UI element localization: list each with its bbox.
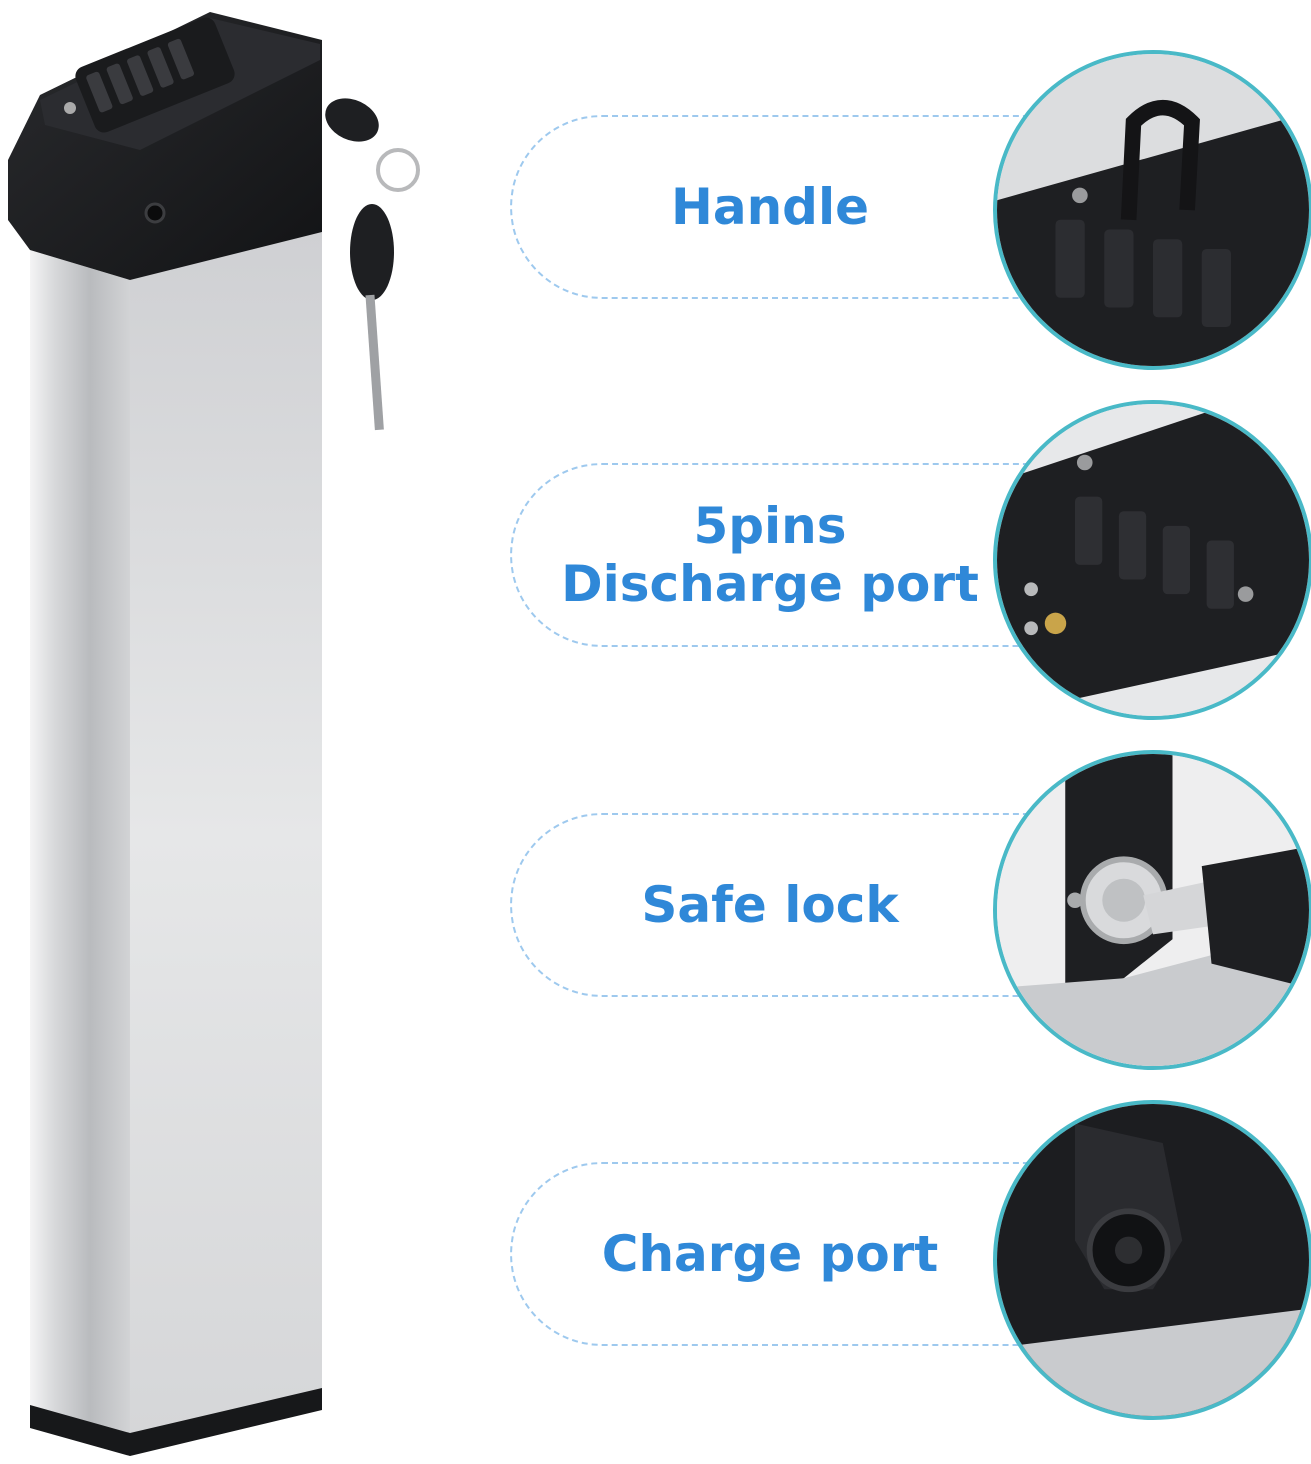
callout-outline [510,463,1050,647]
callout-outline [510,115,1050,299]
feature-label-line: Charge port [601,1225,939,1283]
feature-label-line: Handle [670,178,870,236]
feature-handle: Handle [510,115,1050,299]
feature-label-line: Discharge port [561,555,979,613]
battery-body-front [130,232,322,1440]
battery-bottom-cap [30,1388,322,1456]
feature-label: 5pins Discharge port [510,463,1030,647]
feature-label-line: 5pins [693,497,847,555]
feature-label: Charge port [510,1162,1030,1346]
feature-discharge-port: 5pins Discharge port [510,463,1050,647]
charge-port-closeup-image [993,1100,1311,1420]
handle-closeup-image [993,50,1311,370]
discharge-port-closeup-image [993,400,1311,720]
key-image [325,98,420,431]
feature-safe-lock: Safe lock [510,813,1050,997]
feature-label-line: Safe lock [641,876,899,934]
battery-image [8,12,420,1456]
feature-label: Handle [510,115,1030,299]
battery-body-side [30,250,130,1440]
feature-label: Safe lock [510,813,1030,997]
feature-charge-port: Charge port [510,1162,1050,1346]
callout-outline [510,813,1050,997]
callout-outline [510,1162,1050,1346]
safe-lock-closeup-image [993,750,1311,1070]
